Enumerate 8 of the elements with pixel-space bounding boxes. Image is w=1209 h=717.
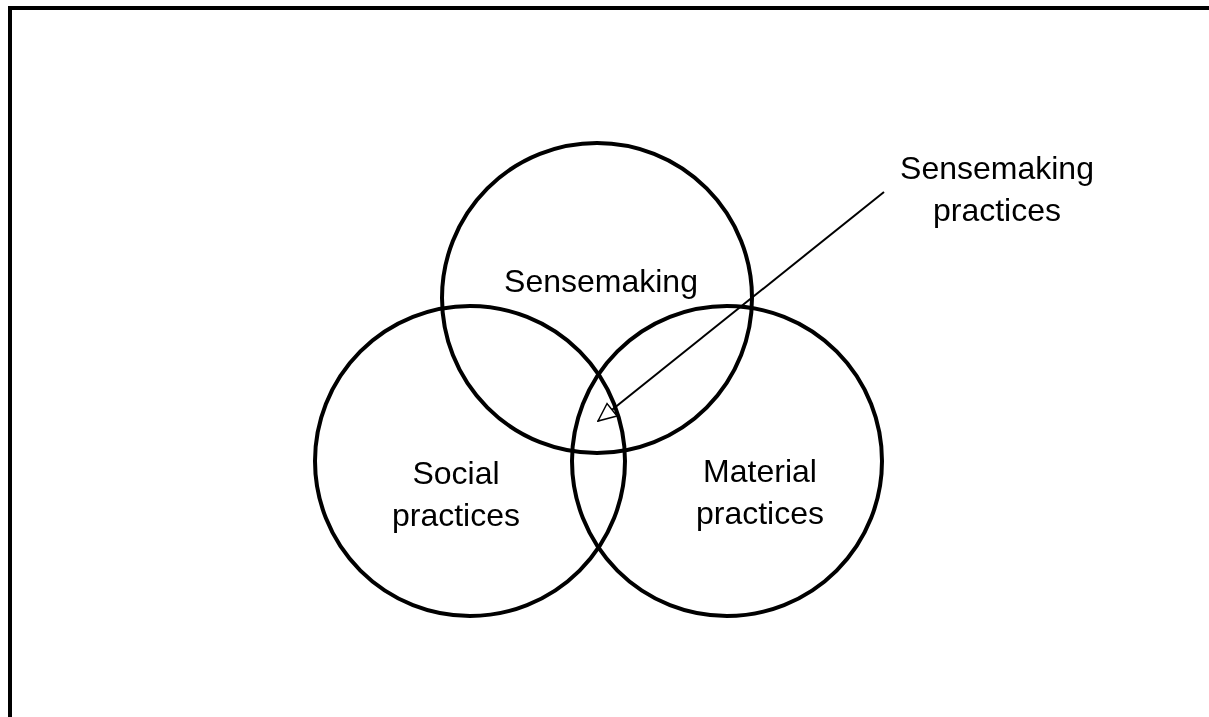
callout-label: Sensemaking practices [872,148,1122,232]
circle-label: Sensemaking [503,262,699,302]
venn-circle [570,304,884,618]
circle-label: Social practices [390,454,521,535]
circle-label: Material practices [694,452,825,533]
venn-circle [313,304,627,618]
leader-line [597,191,885,422]
venn-circle [440,141,754,455]
